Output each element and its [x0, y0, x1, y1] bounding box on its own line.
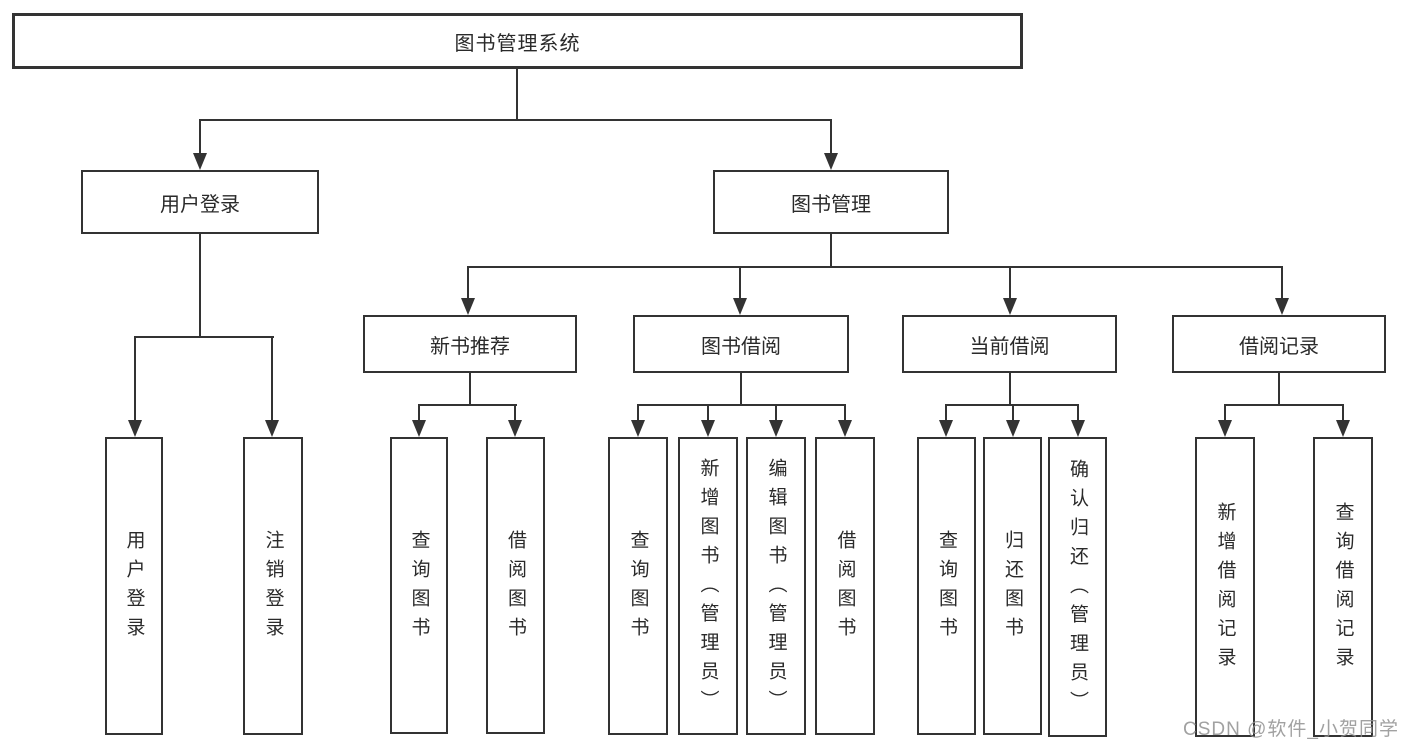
- connector-line: [707, 404, 709, 422]
- connector-line: [1009, 266, 1011, 300]
- node-borrow-records: 借阅记录: [1172, 315, 1386, 373]
- connector-line: [830, 234, 832, 268]
- connector-line: [516, 68, 518, 120]
- arrow-down-icon: [824, 153, 838, 170]
- connector-line: [637, 404, 846, 406]
- connector-line: [1278, 373, 1280, 406]
- connector-line: [1012, 404, 1014, 422]
- arrow-down-icon: [701, 420, 715, 437]
- connector-line: [271, 336, 273, 422]
- leaf-query-borrow-record: 查询借阅记录: [1313, 437, 1373, 737]
- arrow-down-icon: [508, 420, 522, 437]
- leaf-borrow-book-recommend: 借阅图书: [486, 437, 545, 734]
- connector-line: [199, 119, 832, 121]
- connector-line: [134, 336, 274, 338]
- connector-line: [775, 404, 777, 422]
- connector-line: [739, 266, 741, 300]
- csdn-watermark: CSDN @软件_小贺同学: [1183, 719, 1399, 740]
- connector-line: [467, 266, 1283, 268]
- leaf-add-book-admin: 新增图书（管理员）: [678, 437, 738, 735]
- connector-line: [1224, 404, 1344, 406]
- arrow-down-icon: [1218, 420, 1232, 437]
- arrow-down-icon: [939, 420, 953, 437]
- connector-line: [637, 404, 639, 422]
- connector-line: [467, 266, 469, 300]
- connector-line: [418, 404, 517, 406]
- leaf-add-borrow-record: 新增借阅记录: [1195, 437, 1255, 737]
- leaf-user-login: 用户登录: [105, 437, 163, 735]
- connector-line: [945, 404, 947, 422]
- node-new-book-recommend: 新书推荐: [363, 315, 577, 373]
- connector-line: [1224, 404, 1226, 422]
- connector-line: [830, 119, 832, 155]
- arrow-down-icon: [1275, 298, 1289, 315]
- arrow-down-icon: [733, 298, 747, 315]
- connector-line: [1342, 404, 1344, 422]
- arrow-down-icon: [1003, 298, 1017, 315]
- node-book-management: 图书管理: [713, 170, 949, 234]
- arrow-down-icon: [128, 420, 142, 437]
- leaf-query-book-recommend: 查询图书: [390, 437, 448, 734]
- connector-line: [514, 404, 516, 422]
- connector-line: [1009, 373, 1011, 406]
- connector-line: [844, 404, 846, 422]
- connector-line: [1281, 266, 1283, 300]
- leaf-return-book: 归还图书: [983, 437, 1042, 735]
- node-user-login: 用户登录: [81, 170, 319, 234]
- leaf-borrow-book: 借阅图书: [815, 437, 875, 735]
- arrow-down-icon: [1071, 420, 1085, 437]
- leaf-logout: 注销登录: [243, 437, 303, 735]
- arrow-down-icon: [769, 420, 783, 437]
- connector-line: [199, 119, 201, 155]
- arrow-down-icon: [1006, 420, 1020, 437]
- arrow-down-icon: [631, 420, 645, 437]
- connector-line: [418, 404, 420, 422]
- connector-line: [469, 373, 471, 406]
- leaf-query-book-borrow: 查询图书: [608, 437, 668, 735]
- connector-line: [199, 234, 201, 338]
- leaf-confirm-return-admin: 确认归还（管理员）: [1048, 437, 1107, 737]
- arrow-down-icon: [193, 153, 207, 170]
- connector-line: [134, 336, 136, 422]
- leaf-query-book-current: 查询图书: [917, 437, 976, 735]
- arrow-down-icon: [265, 420, 279, 437]
- connector-line: [740, 373, 742, 406]
- node-book-borrow: 图书借阅: [633, 315, 849, 373]
- node-library-system: 图书管理系统: [12, 13, 1023, 69]
- leaf-edit-book-admin: 编辑图书（管理员）: [746, 437, 806, 735]
- arrow-down-icon: [461, 298, 475, 315]
- connector-line: [1077, 404, 1079, 422]
- arrow-down-icon: [838, 420, 852, 437]
- arrow-down-icon: [1336, 420, 1350, 437]
- arrow-down-icon: [412, 420, 426, 437]
- node-current-borrow: 当前借阅: [902, 315, 1117, 373]
